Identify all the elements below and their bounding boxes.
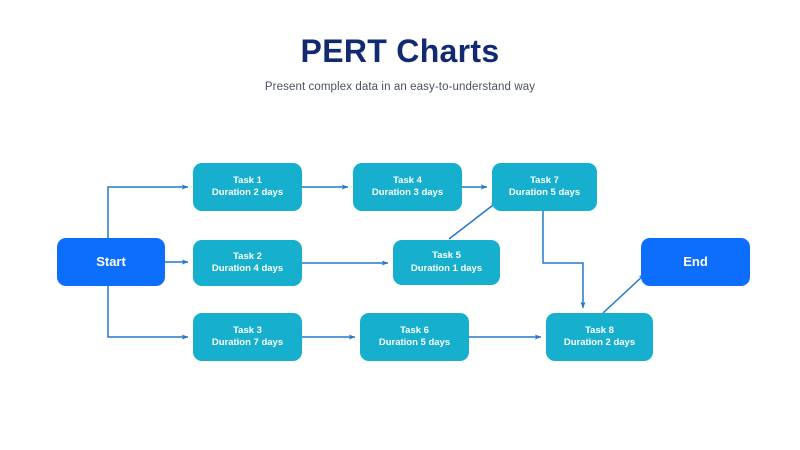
node-task1[interactable]: Task 1 Duration 2 days (193, 163, 302, 211)
node-task2-duration: Duration 4 days (211, 263, 284, 274)
node-task6-label: Task 6 (400, 324, 429, 336)
node-task5-label: Task 5 (432, 250, 461, 262)
node-task4[interactable]: Task 4 Duration 3 days (353, 163, 462, 211)
node-task4-duration: Duration 3 days (371, 187, 444, 198)
node-task8-duration: Duration 2 days (563, 337, 636, 348)
node-task8[interactable]: Task 8 Duration 2 days (546, 313, 653, 361)
edge-task8-end (602, 273, 646, 314)
node-task1-label: Task 1 (233, 174, 262, 186)
node-task2[interactable]: Task 2 Duration 4 days (193, 240, 302, 286)
node-task6-duration: Duration 5 days (378, 337, 451, 348)
node-task3-label: Task 3 (233, 324, 262, 336)
node-task6[interactable]: Task 6 Duration 5 days (360, 313, 469, 361)
node-task5[interactable]: Task 5 Duration 1 days (393, 240, 500, 285)
node-task1-duration: Duration 2 days (211, 187, 284, 198)
node-task7-label: Task 7 (530, 174, 559, 186)
node-task7[interactable]: Task 7 Duration 5 days (492, 163, 597, 211)
node-end[interactable]: End (641, 238, 750, 286)
node-task8-label: Task 8 (585, 324, 614, 336)
node-start-label: Start (96, 253, 126, 269)
node-task3-duration: Duration 7 days (211, 337, 284, 348)
node-start[interactable]: Start (57, 238, 165, 286)
node-task5-duration: Duration 1 days (410, 262, 483, 274)
page-title: PERT Charts (300, 33, 500, 69)
edge-task7-task8 (542, 211, 586, 309)
node-task4-label: Task 4 (393, 174, 422, 186)
node-task3[interactable]: Task 3 Duration 7 days (193, 313, 302, 361)
page-subtitle: Present complex data in an easy-to-under… (264, 81, 536, 93)
node-task7-duration: Duration 5 days (508, 187, 581, 198)
node-end-label: End (683, 253, 708, 269)
node-task2-label: Task 2 (233, 250, 262, 262)
